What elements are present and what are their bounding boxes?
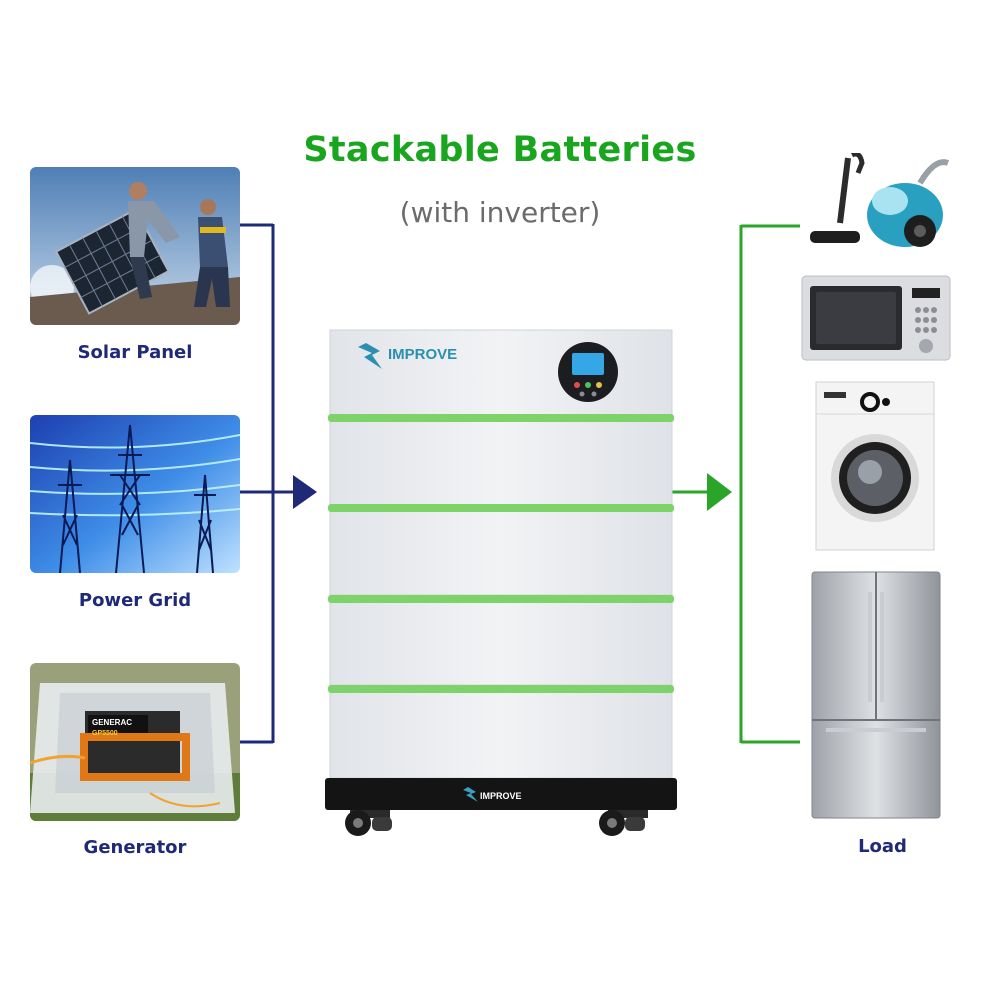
source-label-generator: Generator xyxy=(83,837,187,858)
module-stripe xyxy=(328,685,674,693)
vacuum-cleaner-icon xyxy=(800,153,960,258)
module-stripe xyxy=(328,595,674,603)
battery-base: IMPROVE xyxy=(325,778,677,810)
caster-wheel-icon xyxy=(345,810,392,836)
washing-machine-icon xyxy=(814,380,936,552)
module-stripe xyxy=(328,504,674,512)
input-bus xyxy=(240,223,296,744)
inverter-module: IMPROVE xyxy=(329,329,673,418)
generator-photo-icon: GENERAC GP5500 xyxy=(30,663,240,821)
diagram-subtitle: (with inverter) xyxy=(399,196,601,229)
base-brand-logo: IMPROVE xyxy=(480,791,522,801)
input-arrow-icon xyxy=(293,475,317,509)
battery-brand-logo: IMPROVE xyxy=(388,346,457,363)
battery-modules xyxy=(328,414,674,779)
caster-wheel-icon xyxy=(599,810,648,836)
refrigerator-icon xyxy=(810,570,942,820)
load-label: Load xyxy=(858,836,907,857)
solar-panel-photo-icon xyxy=(30,167,240,325)
generator-brand: GENERAC xyxy=(92,718,132,727)
inverter-display-icon xyxy=(558,342,618,402)
microwave-oven-icon xyxy=(800,274,952,362)
module-stripe xyxy=(328,414,674,422)
power-grid-photo-icon xyxy=(30,415,240,573)
source-label-solar-panel: Solar Panel xyxy=(77,342,193,363)
stackable-battery-unit: IMPROVE IMPROVE xyxy=(325,329,677,836)
diagram-title: Stackable Batteries xyxy=(303,130,697,170)
output-arrow-icon xyxy=(707,473,732,511)
generator-model: GP5500 xyxy=(92,730,118,737)
source-label-power-grid: Power Grid xyxy=(78,590,192,611)
